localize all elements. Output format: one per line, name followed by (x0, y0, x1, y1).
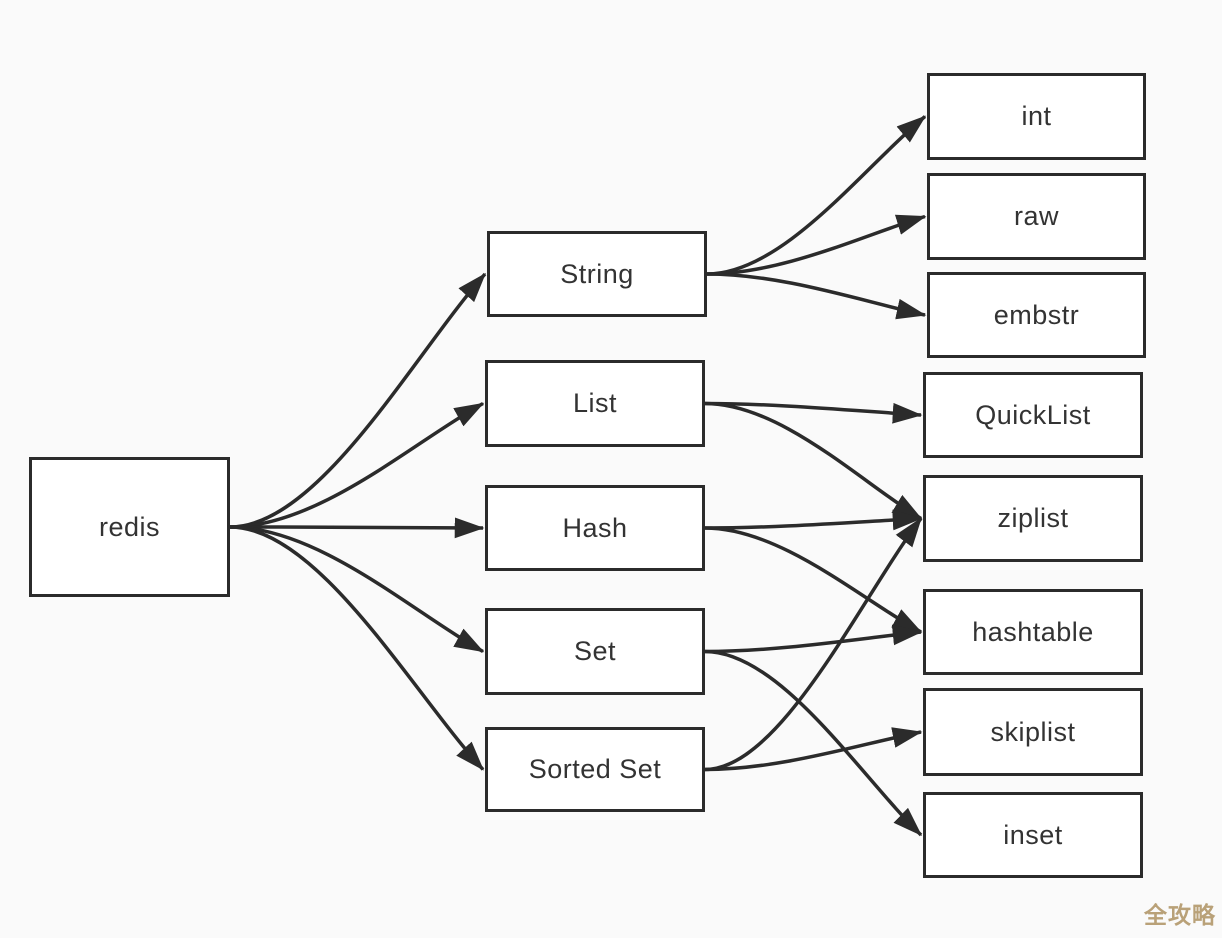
node-quicklist: QuickList (923, 372, 1143, 458)
edge-redis-list (229, 401, 485, 529)
watermark: 全攻略 (1144, 902, 1216, 928)
edge-redis-set (229, 525, 485, 654)
node-skiplist-label: skiplist (990, 716, 1076, 747)
node-set-label: Set (573, 636, 617, 666)
node-set: Set (485, 608, 705, 695)
node-raw: raw (927, 173, 1146, 260)
node-inset-label: inset (1003, 819, 1063, 850)
node-int-label: int (1021, 101, 1052, 131)
edge-set-inset (704, 649, 923, 837)
node-inset: inset (923, 792, 1143, 878)
node-hashtable-label: hashtable (972, 616, 1094, 647)
node-embstr: embstr (927, 272, 1146, 358)
edge-list-quicklist (704, 401, 923, 424)
node-ziplist-label: ziplist (997, 503, 1069, 533)
edge-string-embstr (706, 272, 927, 320)
node-hashtable: hashtable (923, 589, 1143, 675)
node-string: String (487, 231, 707, 317)
edge-redis-string (229, 272, 487, 529)
edge-set-hashtable (704, 624, 923, 654)
node-list-label: List (572, 388, 618, 418)
node-sorted-set-label: Sorted Set (528, 754, 662, 784)
node-redis-label: redis (98, 511, 161, 542)
node-string-label: String (560, 258, 634, 289)
edge-hash-ziplist (704, 509, 923, 531)
node-sorted-set: Sorted Set (485, 727, 705, 812)
node-hash-label: Hash (562, 512, 628, 543)
edge-redis-hash (229, 517, 485, 539)
edge-sortedset-skiplist (704, 727, 923, 772)
node-int: int (927, 73, 1146, 160)
edge-list-ziplist (704, 401, 923, 520)
edge-string-raw (706, 214, 927, 276)
edge-sortedset-ziplist (704, 517, 923, 772)
node-hash: Hash (485, 485, 705, 571)
node-skiplist: skiplist (923, 688, 1143, 776)
node-list: List (485, 360, 705, 447)
node-quicklist-label: QuickList (975, 399, 1091, 430)
edge-redis-sortedset (229, 525, 485, 771)
node-raw-label: raw (1013, 201, 1059, 231)
node-ziplist: ziplist (923, 475, 1143, 562)
edge-hash-hashtable (704, 526, 923, 634)
node-embstr-label: embstr (993, 299, 1080, 330)
node-redis: redis (29, 457, 230, 597)
edge-string-int (706, 115, 927, 276)
